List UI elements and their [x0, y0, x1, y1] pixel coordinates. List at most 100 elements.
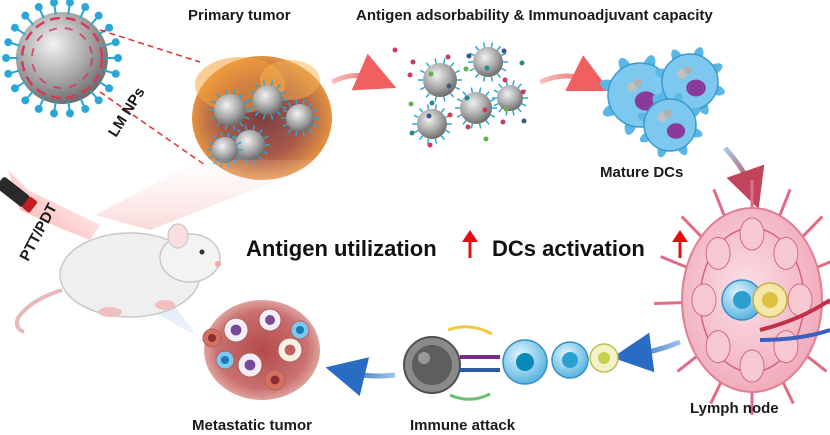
np-spike: [501, 67, 507, 72]
np-spike: [482, 76, 486, 82]
zoom-line-top: [99, 29, 201, 63]
np-spike: [445, 129, 451, 134]
np-spike-tip: [34, 104, 43, 113]
lymph-lobe: [739, 349, 765, 383]
np-spike: [450, 92, 455, 98]
antigen-dot: [484, 65, 490, 71]
np-spike: [413, 114, 419, 119]
metastatic-cell-nucleus: [230, 324, 242, 336]
np-spike-tip: [10, 23, 19, 32]
np-spike-tip: [4, 69, 13, 78]
lymph-node-label: Lymph node: [690, 400, 779, 417]
np-spike: [295, 99, 298, 105]
np-spike: [521, 102, 527, 107]
np-spike: [262, 114, 266, 120]
antigen-dot: [429, 100, 435, 106]
np-spike: [258, 128, 264, 134]
np-spike: [474, 45, 480, 51]
np-spike: [308, 128, 313, 134]
np-spike: [249, 90, 255, 95]
metastatic-cell-nucleus: [265, 315, 275, 325]
np-spike: [470, 87, 474, 93]
primary-tumor-illustration: [192, 56, 332, 180]
laser-icon: [0, 170, 100, 240]
np-spike: [312, 109, 318, 113]
antigen-dot: [483, 136, 489, 142]
np-spike: [440, 135, 446, 141]
antigen-dot: [465, 124, 471, 130]
np-spike: [232, 135, 237, 141]
np-spike: [498, 107, 503, 113]
np-spike: [262, 80, 266, 86]
mature-dcs-illustration: [600, 47, 725, 158]
np-spike-tip: [94, 96, 103, 105]
np-spike: [281, 90, 287, 95]
metastatic-cell-nucleus: [295, 325, 305, 335]
np-spike: [287, 102, 292, 108]
flow-arrow-dcs-lymph: [723, 146, 765, 209]
np-spike: [434, 104, 438, 110]
np-spike: [302, 131, 305, 137]
np-spike: [418, 107, 424, 113]
np-spike: [482, 42, 486, 48]
np-spike: [454, 69, 461, 74]
np-spike: [263, 150, 269, 155]
np-spike-tip: [111, 38, 120, 47]
np-spike: [426, 104, 430, 110]
antigen-dot: [520, 89, 526, 95]
np-spike: [425, 62, 430, 68]
np-spike: [270, 114, 274, 120]
up-arrow-icon: [672, 230, 688, 258]
np-spike: [456, 114, 462, 118]
dc-nucleus: [686, 79, 706, 97]
np-spike: [454, 86, 461, 91]
antigen-title-label: Antigen adsorbability & Immunoadjuvant c…: [356, 7, 713, 24]
np-spike: [419, 69, 426, 74]
np-spike: [478, 87, 482, 93]
mouse-icon: [14, 223, 221, 334]
np-spike: [498, 83, 503, 89]
antigen-dot: [500, 119, 506, 125]
np-spike: [418, 135, 424, 141]
np-spike: [413, 129, 419, 134]
np-spike: [443, 58, 446, 64]
np-spike-tip: [2, 54, 10, 62]
np-spike: [281, 105, 287, 110]
np-spike: [216, 93, 221, 98]
dc-body: [643, 98, 697, 152]
metastatic-cell-nucleus: [220, 355, 230, 365]
metastatic-cell-nucleus: [284, 344, 296, 356]
np-spike: [496, 45, 502, 51]
np-spike: [425, 92, 430, 98]
np-spike: [434, 138, 438, 144]
np-spike: [485, 120, 490, 125]
np-spike-tip: [105, 84, 114, 93]
antigen-dot: [446, 83, 452, 89]
np-spike-tip: [34, 3, 43, 12]
np-spike: [490, 98, 496, 102]
np-spike-tip: [81, 3, 90, 12]
flow-arrow-antigen-dcs: [539, 55, 610, 91]
np-spike: [308, 102, 313, 108]
antigen-dot: [521, 118, 527, 124]
lymph-lobe: [691, 283, 717, 317]
lymph-lobe: [705, 236, 731, 270]
nanoparticle: [253, 85, 283, 115]
np-spike: [478, 123, 482, 129]
np-spike-tip: [21, 11, 30, 20]
np-spike-tip: [65, 109, 74, 118]
antigen-dot: [501, 48, 507, 54]
np-spike: [426, 138, 430, 144]
nanoparticle: [235, 130, 265, 160]
immune-attack-label: Immune attack: [410, 417, 516, 434]
np-spike: [490, 42, 494, 48]
np-spike-tip: [50, 0, 59, 7]
antigen-dot: [519, 60, 525, 66]
lymph-lobe: [773, 330, 799, 364]
np-spike: [443, 96, 446, 102]
antigen-dot: [503, 106, 509, 112]
dc-nucleus: [666, 123, 686, 139]
dc-np: [634, 79, 642, 87]
